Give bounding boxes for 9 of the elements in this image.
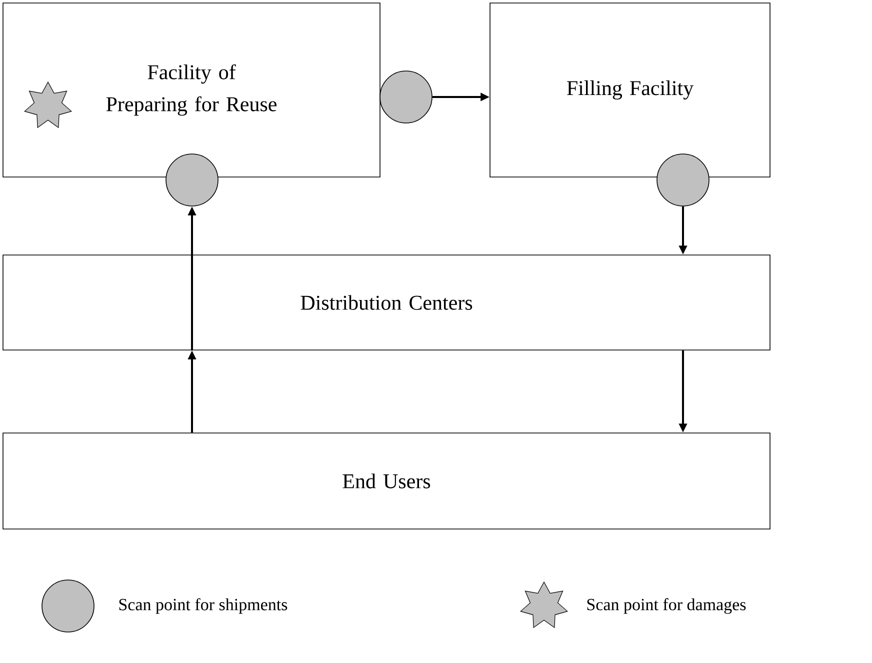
process-box: End Users xyxy=(2,432,770,530)
process-box: Distribution Centers xyxy=(2,254,770,350)
legend-text: Scan point for damages xyxy=(587,598,746,614)
scan-point-circle xyxy=(656,154,710,206)
legend-text: Scan point for shipments xyxy=(119,598,288,614)
scan-point-circle xyxy=(380,70,432,124)
process-box: Filling Facility xyxy=(490,2,770,178)
scan-point-circle xyxy=(166,154,218,206)
process-box: Facility of Preparing for Reuse xyxy=(2,2,380,178)
